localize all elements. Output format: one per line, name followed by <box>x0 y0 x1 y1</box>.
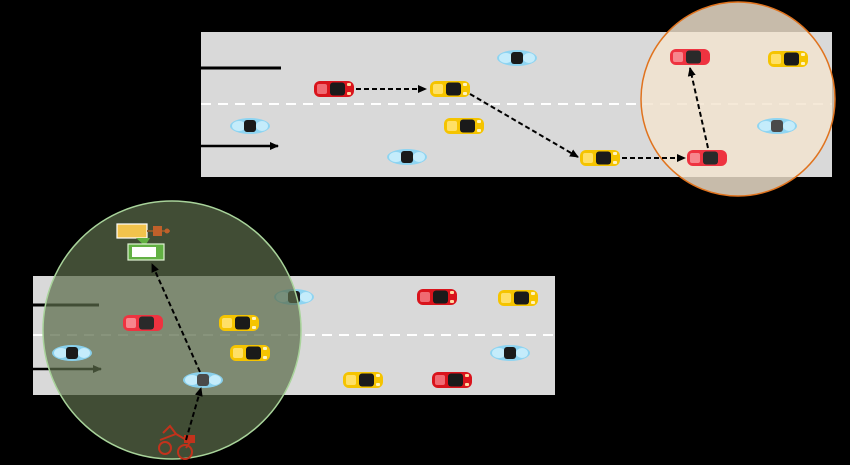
drone-icon <box>116 223 170 239</box>
car-icon <box>490 345 530 361</box>
car-icon <box>52 345 92 361</box>
car-icon <box>444 118 484 134</box>
car-icon <box>123 315 163 331</box>
car-icon <box>497 50 537 66</box>
top-road-scene <box>201 1 836 197</box>
car-icon <box>343 372 383 388</box>
car-icon <box>314 81 354 97</box>
car-icon <box>757 118 797 134</box>
car-icon <box>498 290 538 306</box>
car-icon <box>580 150 620 166</box>
top-zone-circle <box>640 1 836 197</box>
car-icon <box>387 149 427 165</box>
car-icon <box>687 150 727 166</box>
bottom-zone-circle <box>42 200 302 460</box>
car-icon <box>768 51 808 67</box>
car-icon <box>230 118 270 134</box>
car-icon <box>219 315 259 331</box>
robot-icon <box>158 424 195 460</box>
car-icon <box>670 49 710 65</box>
device-icon <box>127 238 165 261</box>
car-icon <box>230 345 270 361</box>
path-arrows <box>151 263 203 441</box>
path-arrows <box>356 67 709 162</box>
car-icon <box>183 372 223 388</box>
bottom-road-scene <box>33 200 555 460</box>
car-icon <box>432 372 472 388</box>
car-icon <box>430 81 470 97</box>
car-icon <box>417 289 457 305</box>
